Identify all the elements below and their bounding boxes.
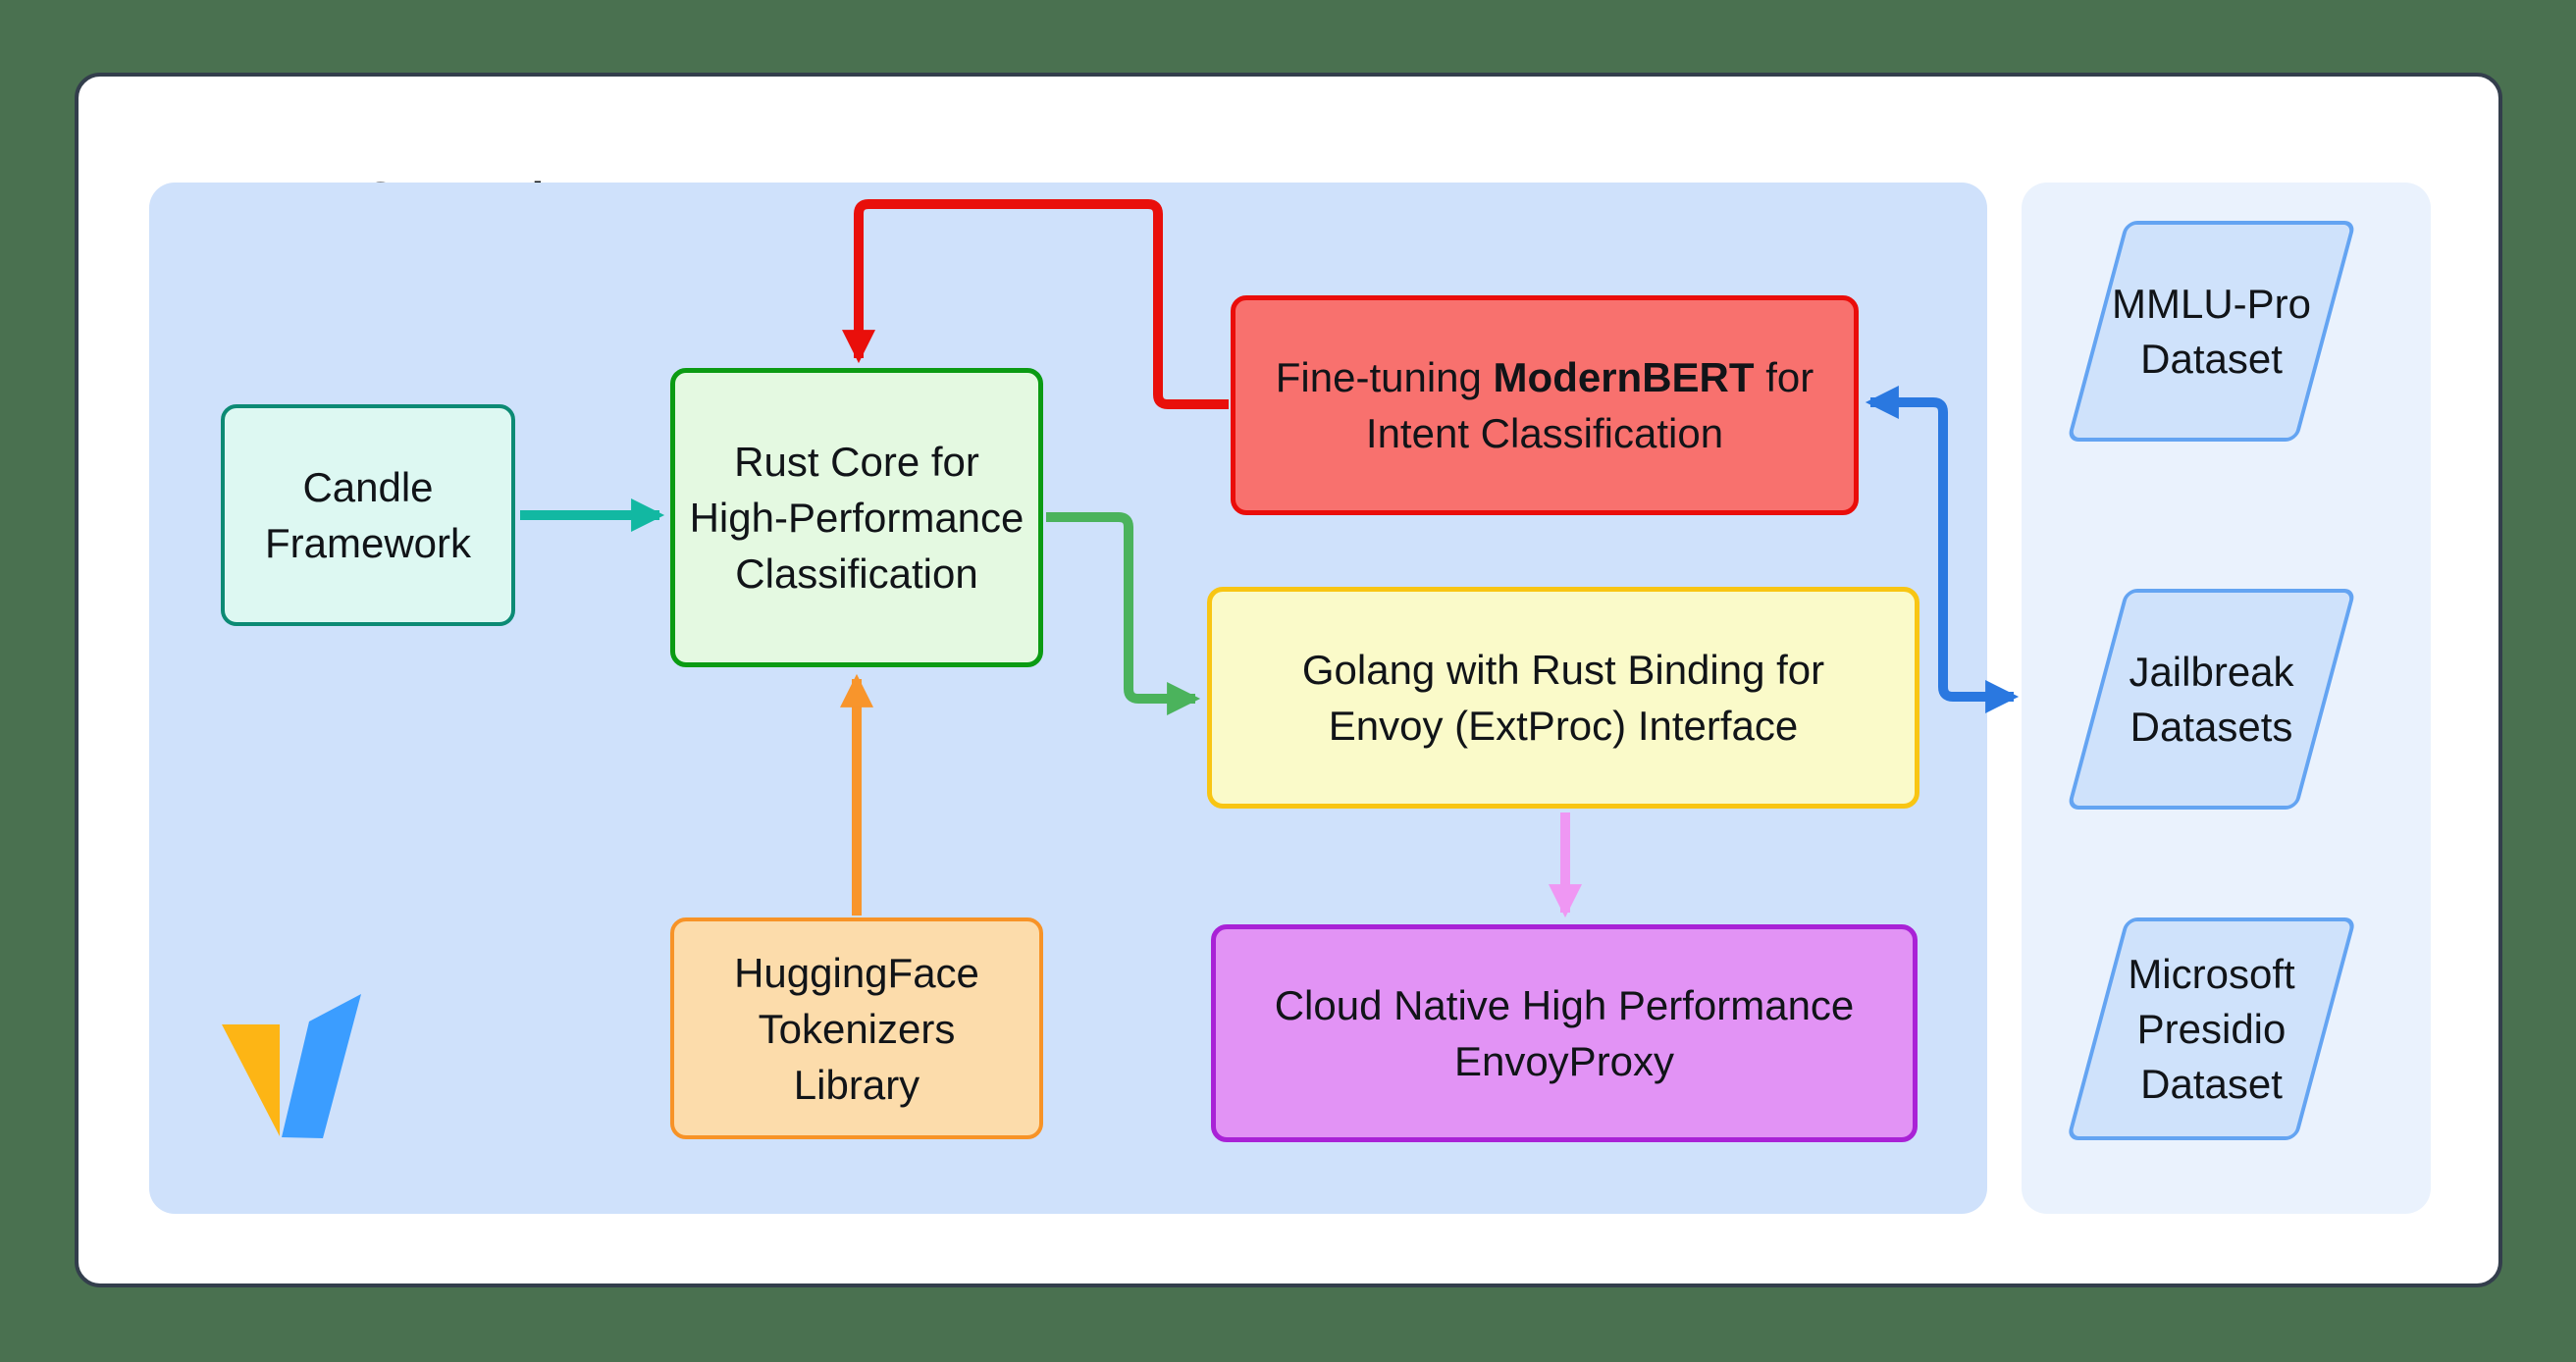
dataset-label-line: Presidio — [2136, 1005, 2287, 1052]
dataset-label: Microsoft Presidio Dataset — [2067, 917, 2356, 1140]
rust-core-node: Rust Core for High-Performance Classific… — [670, 368, 1043, 667]
dataset-label: MMLU-Pro Dataset — [2067, 221, 2356, 442]
dataset-label-line: Microsoft — [2128, 950, 2295, 997]
dataset-label-line: Jailbreak — [2129, 648, 2294, 695]
node-label-line: Cloud Native High Performance — [1274, 982, 1855, 1028]
dataset-label: Jailbreak Datasets — [2067, 589, 2356, 810]
node-label-line: Rust Core for — [734, 439, 979, 485]
microsoft-presidio-dataset-node: Microsoft Presidio Dataset — [2066, 917, 2357, 1140]
label-bold-text: ModernBERT — [1493, 354, 1755, 400]
vllm-logo-yellow-triangle — [222, 1024, 280, 1136]
node-label-line: Tokenizers — [758, 1005, 956, 1052]
vllm-logo-blue-shape — [282, 994, 361, 1138]
finetuning-modernbert-node: Fine-tuning ModernBERT for Intent Classi… — [1231, 295, 1859, 515]
dataset-label-line: Dataset — [2140, 1060, 2283, 1107]
node-label-line: Envoy (ExtProc) Interface — [1328, 703, 1799, 749]
jailbreak-datasets-node: Jailbreak Datasets — [2066, 589, 2357, 810]
candle-framework-node: Candle Framework — [221, 404, 515, 626]
dataset-label-line: Datasets — [2129, 703, 2293, 750]
node-label-line: HuggingFace — [734, 949, 979, 996]
mmlu-pro-dataset-node: MMLU-Pro Dataset — [2066, 221, 2357, 442]
node-label-line: EnvoyProxy — [1453, 1038, 1675, 1084]
node-label-line: High-Performance — [689, 495, 1025, 541]
vllm-logo-icon — [222, 994, 361, 1138]
label-text: for — [1754, 354, 1814, 400]
golang-rust-binding-node: Golang with Rust Binding for Envoy (ExtP… — [1207, 587, 1919, 809]
node-label-line: Intent Classification — [1365, 410, 1724, 456]
huggingface-tokenizers-node: HuggingFace Tokenizers Library — [670, 917, 1043, 1139]
node-label-line: Framework — [264, 520, 472, 566]
dataset-label-line: Dataset — [2140, 335, 2283, 382]
node-label-line: Golang with Rust Binding for — [1301, 647, 1825, 693]
node-label-line: Candle — [302, 464, 434, 510]
node-label-line: Library — [793, 1061, 920, 1108]
label-text: Fine-tuning — [1275, 354, 1494, 400]
dataset-label-line: MMLU-Pro — [2111, 280, 2311, 327]
envoyproxy-node: Cloud Native High Performance EnvoyProxy — [1211, 924, 1918, 1142]
node-label-line: Fine-tuning ModernBERT for — [1276, 349, 1814, 405]
node-label-line: Classification — [735, 550, 978, 597]
